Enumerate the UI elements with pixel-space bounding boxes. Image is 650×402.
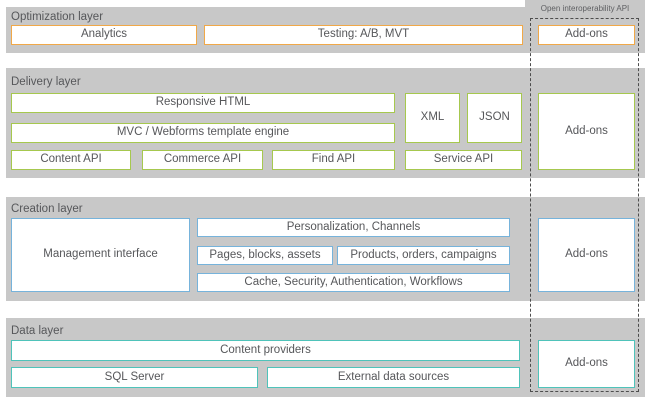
box-content-api: Content API: [11, 150, 131, 170]
layer-title-creation: Creation layer: [11, 203, 83, 215]
box-personalization-channels: Personalization, Channels: [197, 218, 510, 237]
addon-box-creation: Add-ons: [538, 218, 635, 292]
open-interoperability-api-label: Open interoperability API: [525, 0, 645, 17]
box-management-interface: Management interface: [11, 218, 190, 292]
box-mvc-webforms-template-engine: MVC / Webforms template engine: [11, 123, 395, 143]
box-commerce-api: Commerce API: [142, 150, 263, 170]
addon-box-delivery: Add-ons: [538, 93, 635, 170]
layer-title-optimization: Optimization layer: [11, 11, 104, 23]
box-responsive-html: Responsive HTML: [11, 93, 395, 113]
box-external-data-sources: External data sources: [267, 367, 520, 388]
box-products-orders-campaigns: Products, orders, campaigns: [337, 246, 510, 265]
box-find-api: Find API: [272, 150, 395, 170]
addon-box-data: Add-ons: [538, 340, 635, 388]
box-json: JSON: [467, 93, 522, 143]
box-sql-server: SQL Server: [11, 367, 258, 388]
box-content-providers: Content providers: [11, 340, 520, 361]
box-analytics: Analytics: [11, 25, 197, 45]
addon-box-optimization: Add-ons: [538, 25, 635, 45]
layer-band-optimization: Optimization layer Analytics Testing: A/…: [6, 7, 645, 53]
box-pages-blocks-assets: Pages, blocks, assets: [197, 246, 333, 265]
layer-band-delivery: Delivery layer Responsive HTML MVC / Web…: [6, 68, 645, 178]
layer-title-data: Data layer: [11, 325, 64, 337]
layer-band-creation: Creation layer Management interface Pers…: [6, 197, 645, 301]
layer-title-delivery: Delivery layer: [11, 76, 81, 88]
box-cache-security-authentication-workflows: Cache, Security, Authentication, Workflo…: [197, 273, 510, 292]
box-xml: XML: [405, 93, 460, 143]
box-service-api: Service API: [405, 150, 522, 170]
box-testing-ab-mvt: Testing: A/B, MVT: [204, 25, 523, 45]
layer-band-data: Data layer Content providers SQL Server …: [6, 318, 645, 397]
